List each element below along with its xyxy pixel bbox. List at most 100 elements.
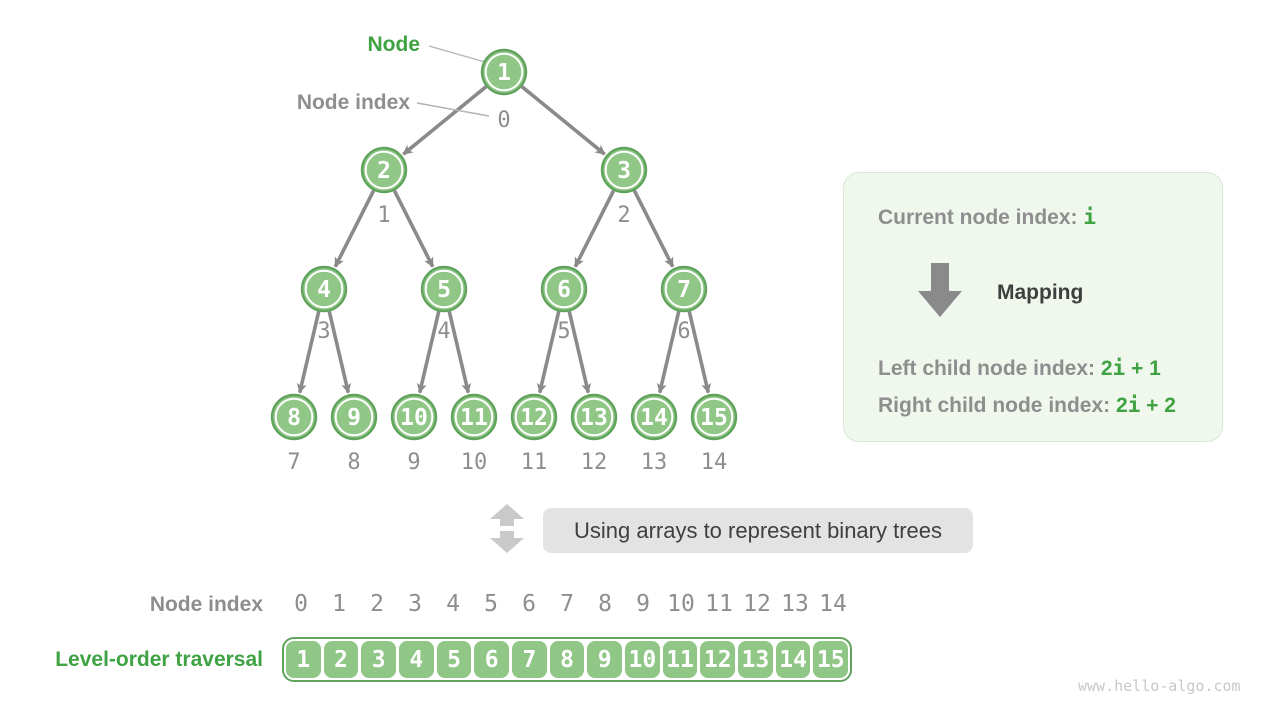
array-index-cell: 10: [667, 591, 695, 617]
tree-node-index: 10: [461, 450, 488, 475]
left-child-formula: 2i + 1: [1100, 356, 1161, 380]
tree-node-value: 2: [377, 158, 391, 184]
tree-node-index: 0: [497, 108, 510, 133]
tree-node-value: 1: [497, 60, 511, 86]
tree-node-index: 3: [317, 319, 330, 344]
tree-edge: [447, 310, 472, 394]
array-index-cell: 3: [408, 591, 422, 617]
array-index-cell: 11: [705, 591, 733, 617]
array-cell: 8: [549, 641, 585, 678]
tree-node: 13: [570, 393, 618, 441]
array-index-cell: 5: [484, 591, 498, 617]
array-cell: 4: [399, 641, 434, 678]
tree-edge: [656, 310, 681, 394]
tree-edge: [536, 310, 561, 394]
tree-node: 2: [360, 146, 408, 194]
tree-node: 4: [300, 265, 348, 313]
tree-node-value: 5: [437, 277, 451, 303]
array-index-cell: 8: [598, 591, 612, 617]
tree-edge: [632, 189, 675, 268]
tree-node-index: 2: [617, 203, 630, 228]
tree-node: 5: [420, 265, 468, 313]
tree-node-index: 13: [641, 450, 668, 475]
tree-node-value: 13: [580, 405, 608, 431]
array-cell: 10: [625, 641, 660, 678]
tree-node-index: 8: [347, 450, 360, 475]
tree-node: 12: [510, 393, 558, 441]
tree-node-value: 6: [557, 277, 571, 303]
tree-node-value: 8: [287, 405, 301, 431]
tree-node: 9: [330, 393, 378, 441]
array-cell: 11: [662, 641, 698, 678]
current-node-index-label: Current node index:: [878, 206, 1084, 229]
right-child-label: Right child node index:: [878, 394, 1116, 417]
tree-node-value: 3: [617, 158, 631, 184]
mapping-label: Mapping: [997, 281, 1084, 304]
up-down-arrow-icon: [490, 504, 524, 553]
right-child-formula: 2i + 2: [1116, 393, 1176, 417]
tree-node-index: 7: [287, 450, 300, 475]
tree-node-value: 14: [640, 405, 668, 431]
array-index-cell: 12: [743, 591, 771, 617]
array-cell: 3: [361, 641, 397, 678]
tree-node-value: 7: [677, 277, 691, 303]
tree-edge: [402, 85, 488, 156]
array-cell: 13: [738, 641, 773, 678]
tree-edge: [327, 310, 352, 394]
node-label-pointer-line: [428, 45, 486, 63]
tree-node: 15: [690, 393, 738, 441]
tree-node-value: 12: [520, 405, 548, 431]
tree-edge: [573, 189, 616, 268]
current-node-index-row: Current node index: i: [878, 205, 1096, 230]
tree-edge: [333, 189, 376, 268]
tree-node-index: 11: [521, 450, 548, 475]
tree-node: 8: [270, 393, 318, 441]
node-index-pointer-line: [416, 102, 490, 117]
array-index-cell: 1: [332, 591, 346, 617]
array-cell: 5: [436, 641, 472, 678]
right-child-row: Right child node index: 2i + 2: [878, 393, 1176, 418]
tree-node: 6: [540, 265, 588, 313]
array-cell: 6: [474, 641, 510, 678]
tree-node: 1: [480, 48, 528, 96]
array-index-cell: 2: [370, 591, 384, 617]
array-cell: 9: [587, 641, 623, 678]
tree-edge: [392, 189, 435, 268]
array-index-cell: 4: [446, 591, 460, 617]
tree-node: 11: [450, 393, 498, 441]
tree-node-value: 4: [317, 277, 331, 303]
tree-node: 3: [600, 146, 648, 194]
watermark: www.hello-algo.com: [1078, 677, 1241, 695]
tree-edge: [296, 310, 321, 394]
tree-node-index: 9: [407, 450, 420, 475]
tree-node-value: 15: [700, 405, 728, 431]
down-arrow-icon: [918, 263, 962, 317]
array-index-cell: 0: [294, 591, 308, 617]
array-index-cell: 9: [636, 591, 650, 617]
tree-node: 10: [390, 393, 438, 441]
tree-edge: [687, 310, 712, 394]
array-index-cell: 7: [560, 591, 574, 617]
tree-node-value: 10: [400, 405, 428, 431]
array-cell: 1: [286, 641, 321, 678]
tree-edge: [520, 85, 606, 156]
array-cell: 2: [323, 641, 359, 678]
tree-node-value: 9: [347, 405, 361, 431]
mapping-info-box: Current node index: i Mapping Left child…: [843, 172, 1223, 442]
tree-node-index: 6: [677, 319, 690, 344]
array-index-label: Node index: [149, 593, 263, 616]
tree-node: 14: [630, 393, 678, 441]
tree-node-index: 4: [437, 319, 450, 344]
tree-node-value: 11: [460, 405, 488, 431]
array-index-cell: 6: [522, 591, 536, 617]
tree-node-index: 1: [377, 203, 390, 228]
current-node-index-value: i: [1083, 205, 1097, 229]
tree-edge: [416, 310, 441, 394]
array-cell: 7: [512, 641, 547, 678]
traversal-label: Level-order traversal: [55, 648, 263, 671]
left-child-label: Left child node index:: [878, 357, 1101, 380]
